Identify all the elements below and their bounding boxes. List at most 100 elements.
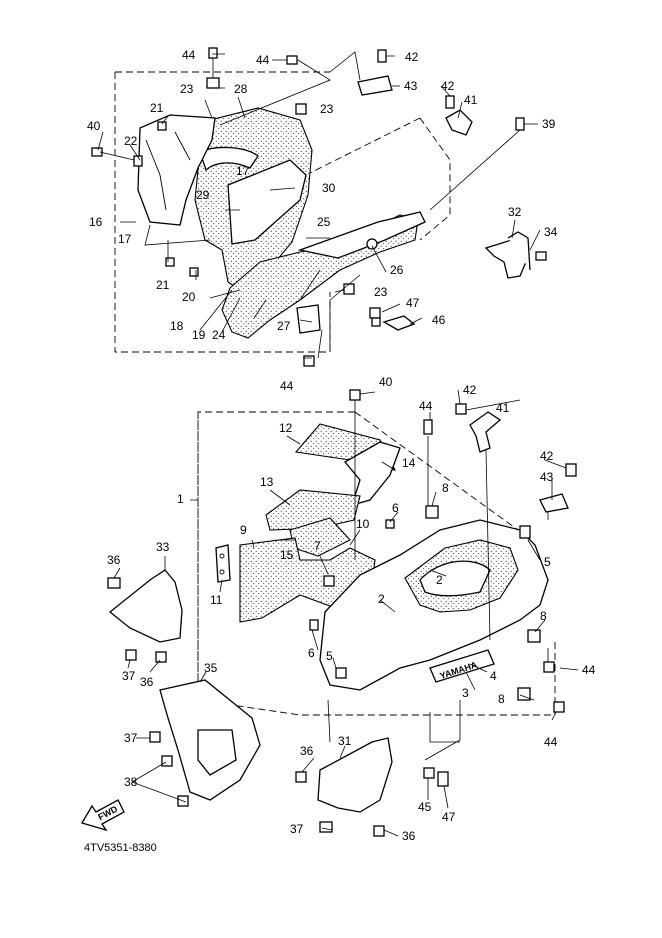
- callout-29: 29: [196, 188, 210, 202]
- callout-39: 39: [542, 117, 556, 131]
- callout-36: 36: [140, 675, 154, 689]
- callout-4: 4: [490, 669, 497, 683]
- callout-23: 23: [374, 285, 388, 299]
- callout-14: 14: [402, 456, 416, 470]
- callout-44: 44: [182, 48, 196, 62]
- grommet-26: [366, 238, 378, 250]
- callout-7: 7: [314, 539, 321, 553]
- callout-23: 23: [320, 102, 334, 116]
- bracket-32-arm: [507, 231, 531, 271]
- drawing-code: 4TV5351-8380: [84, 842, 157, 854]
- callout-43: 43: [540, 470, 554, 484]
- callout-15: 15: [280, 548, 294, 562]
- fwd-arrow-icon: FWD: [81, 799, 125, 832]
- liner-14: [344, 441, 401, 506]
- callout-43: 43: [404, 79, 418, 93]
- callout-3: 3: [462, 686, 469, 700]
- callout-6: 6: [308, 646, 315, 660]
- callout-18: 18: [170, 319, 184, 333]
- upper-assembly-group: [91, 47, 547, 367]
- callout-19: 19: [192, 328, 206, 342]
- callout-47: 47: [406, 296, 420, 310]
- callout-42: 42: [441, 79, 455, 93]
- callout-37: 37: [124, 731, 138, 745]
- callout-36: 36: [107, 553, 121, 567]
- callout-45: 45: [418, 800, 432, 814]
- bracket-11: [215, 544, 231, 583]
- bracket-31: [317, 737, 393, 813]
- cowl-opening: [199, 146, 259, 172]
- callout-44: 44: [582, 663, 596, 677]
- callout-1: 1: [177, 492, 184, 506]
- under-cowl-flange: [297, 211, 426, 259]
- callout-41: 41: [464, 93, 478, 107]
- callout-46: 46: [432, 313, 446, 327]
- callout-16: 16: [89, 215, 103, 229]
- callout-34: 34: [544, 225, 558, 239]
- callout-28: 28: [234, 82, 248, 96]
- callout-9: 9: [240, 523, 247, 537]
- under-guard-slot: [197, 729, 237, 776]
- upper-assembly-boundary: [114, 71, 451, 353]
- callout-26: 26: [390, 263, 404, 277]
- callout-25: 25: [317, 215, 331, 229]
- callout-2: 2: [436, 573, 443, 587]
- bracket-46: [382, 315, 416, 331]
- callout-24: 24: [212, 328, 226, 342]
- callout-5: 5: [544, 555, 551, 569]
- callout-17: 17: [118, 232, 132, 246]
- callout-8: 8: [442, 481, 449, 495]
- callout-20: 20: [182, 290, 196, 304]
- heat-shield-13: [265, 489, 361, 531]
- callout-42: 42: [540, 449, 554, 463]
- callout-40: 40: [379, 375, 393, 389]
- callout-23: 23: [180, 82, 194, 96]
- callout-44: 44: [544, 735, 558, 749]
- callout-44: 44: [419, 399, 433, 413]
- callout-38: 38: [124, 775, 138, 789]
- callout-47: 47: [442, 810, 456, 824]
- callout-22: 22: [124, 134, 138, 148]
- callout-12: 12: [279, 421, 293, 435]
- callout-8: 8: [540, 609, 547, 623]
- callout-8: 8: [498, 692, 505, 706]
- callout-31: 31: [338, 734, 352, 748]
- callout-13: 13: [260, 475, 274, 489]
- callout-32: 32: [508, 205, 522, 219]
- callout-21: 21: [150, 101, 164, 115]
- callout-30: 30: [322, 181, 336, 195]
- callout-labels: 44 44 42 23 28 43 42 41 21 23 39 40 22 1…: [84, 48, 596, 854]
- callout-6: 6: [392, 501, 399, 515]
- callout-42: 42: [405, 50, 419, 64]
- plate-43-lower: [539, 493, 569, 513]
- upper-leader-lines: [97, 51, 541, 359]
- callout-17: 17: [236, 164, 250, 178]
- left-side-panel: [137, 114, 216, 226]
- left-panel-edge: [145, 131, 191, 211]
- callout-42: 42: [463, 383, 477, 397]
- callout-44: 44: [256, 53, 270, 67]
- callout-37: 37: [122, 669, 136, 683]
- callout-10: 10: [356, 517, 370, 531]
- callout-33: 33: [156, 540, 170, 554]
- callout-37: 37: [290, 822, 304, 836]
- callout-41: 41: [496, 401, 510, 415]
- lower-assembly-group: YAMAHA: [81, 389, 579, 837]
- plate-27: [296, 304, 321, 334]
- under-cowl-opening: [419, 560, 491, 597]
- bracket-41: [445, 109, 473, 136]
- callout-36: 36: [402, 829, 416, 843]
- side-cover-33: [108, 569, 183, 643]
- callout-36: 36: [300, 744, 314, 758]
- callout-5: 5: [326, 649, 333, 663]
- callout-40: 40: [87, 119, 101, 133]
- callout-35: 35: [204, 661, 218, 675]
- callout-11: 11: [210, 593, 223, 607]
- callout-21: 21: [156, 278, 170, 292]
- callout-44: 44: [280, 379, 294, 393]
- bracket-41-lower: [469, 411, 502, 453]
- lower-fasteners: [107, 389, 577, 837]
- side-panel-30: [227, 159, 307, 245]
- lower-leader-lines: [113, 389, 579, 837]
